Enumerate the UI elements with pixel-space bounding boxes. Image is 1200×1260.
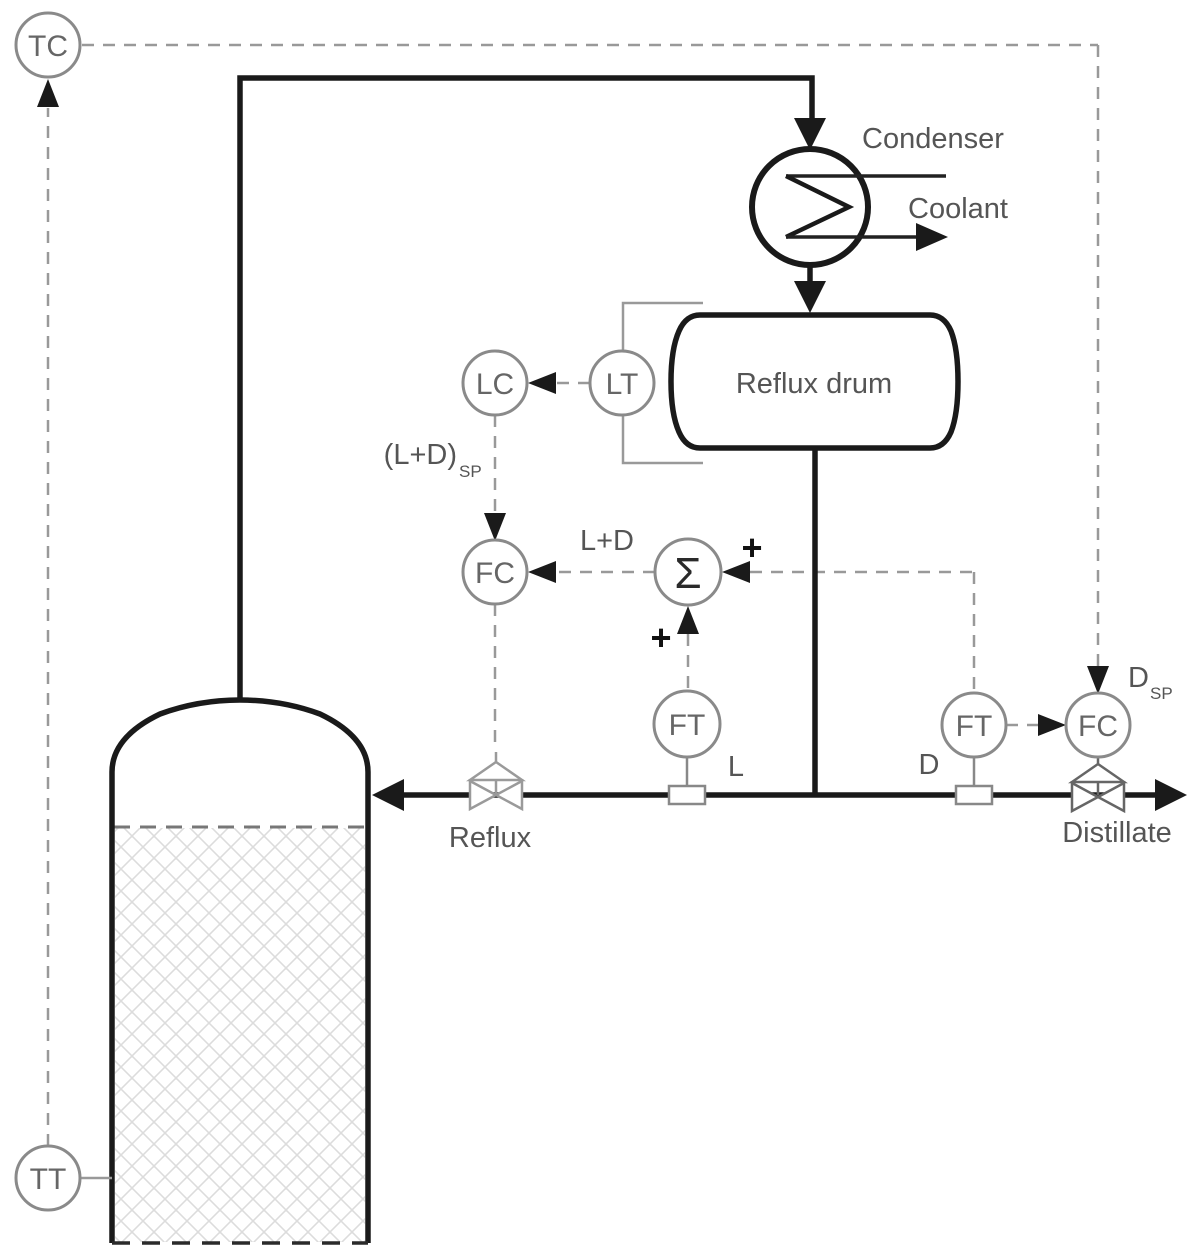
summer-sigma-icon: Σ	[674, 549, 701, 598]
reflux-into-column-arrowhead	[372, 779, 404, 811]
overhead-vapor-line	[237, 75, 815, 702]
distillate-setpoint-label: D	[1128, 662, 1149, 694]
reflux-drum-label: Reflux drum	[736, 368, 892, 400]
instrument-bubbles: TC TT LT LC FC Σ FT FT FC	[14, 11, 1132, 1212]
distillate-label: Distillate	[1062, 817, 1172, 849]
tt-tag: TT	[30, 1163, 67, 1196]
lt-tag: LT	[606, 368, 639, 401]
reflux-label: Reflux	[449, 822, 532, 854]
reflux-drum-vessel	[668, 312, 961, 451]
distillate-valve-actuator-icon	[1067, 762, 1129, 784]
reflux-drum	[668, 312, 961, 451]
ftl-orifice-plate	[667, 784, 707, 806]
ftd-to-fcd-arrowhead	[1038, 714, 1066, 736]
ftd-orifice-plate	[954, 784, 994, 806]
distillate-valve-body-right	[1095, 780, 1126, 814]
tt-bubble	[14, 1144, 82, 1212]
l-plus-d-setpoint-label: (L+D)	[384, 439, 457, 471]
lt-bubble	[588, 349, 656, 417]
summer-plus-right: +	[741, 527, 762, 568]
distillate-control-valve	[1067, 757, 1129, 814]
signal-lines	[46, 43, 1100, 1146]
ftd-into-summer-arrowhead	[722, 561, 750, 583]
fc-distillate-tag: FC	[1078, 710, 1118, 743]
ft-distillate-bubble	[940, 691, 1008, 759]
coolant-outlet-arrowhead	[916, 223, 948, 251]
fc-reflux-bubble	[461, 538, 529, 606]
vapor-into-condenser-arrowhead	[794, 118, 826, 150]
column-packing-hatch	[115, 828, 365, 1242]
summer-to-fc-arrowhead	[528, 561, 556, 583]
tc-tag: TC	[28, 30, 68, 63]
ft-distillate-tag: FT	[956, 710, 993, 743]
tc-into-fcd-arrowhead	[1087, 666, 1109, 694]
process-lines	[237, 75, 1155, 798]
ftl-into-summer-arrowhead	[677, 606, 699, 634]
distillate-setpoint-subscript: SP	[1150, 684, 1173, 703]
reflux-valve-actuator-icon	[465, 760, 527, 782]
lc-to-fc-arrowhead	[484, 513, 506, 541]
condenser-label: Condenser	[862, 123, 1004, 155]
distillate-valve-body-left	[1070, 780, 1101, 814]
distillation-column	[109, 697, 371, 1245]
reflux-valve-body-right	[493, 778, 524, 812]
distillate-flow-label: D	[919, 749, 940, 781]
flow-elements	[80, 757, 994, 1180]
lt-to-lc-arrowhead	[528, 372, 556, 394]
l-plus-d-setpoint-subscript: SP	[459, 462, 482, 481]
distillate-out-arrowhead	[1155, 779, 1187, 811]
ft-reflux-tag: FT	[669, 709, 706, 742]
reflux-valve-body-left	[468, 778, 499, 812]
lc-tag: LC	[476, 368, 514, 401]
tc-bubble	[14, 11, 82, 79]
lc-bubble	[461, 349, 529, 417]
ft-reflux-bubble	[652, 689, 722, 759]
arrowheads	[37, 79, 1187, 811]
fc-distillate-bubble	[1064, 691, 1132, 759]
reflux-control-valve	[465, 752, 527, 812]
reflux-flow-label: L	[728, 751, 744, 783]
text-labels: Condenser Coolant Reflux drum Reflux Dis…	[384, 123, 1173, 854]
condensate-into-drum-arrowhead	[794, 281, 826, 313]
fc-reflux-tag: FC	[475, 557, 515, 590]
summer-plus-bottom: +	[650, 617, 671, 658]
l-plus-d-label: L+D	[580, 525, 634, 557]
tt-to-tc-arrowhead	[37, 79, 59, 107]
coolant-label: Coolant	[908, 193, 1008, 225]
condenser-coil-icon	[785, 173, 855, 240]
summer-bubble	[653, 537, 723, 607]
